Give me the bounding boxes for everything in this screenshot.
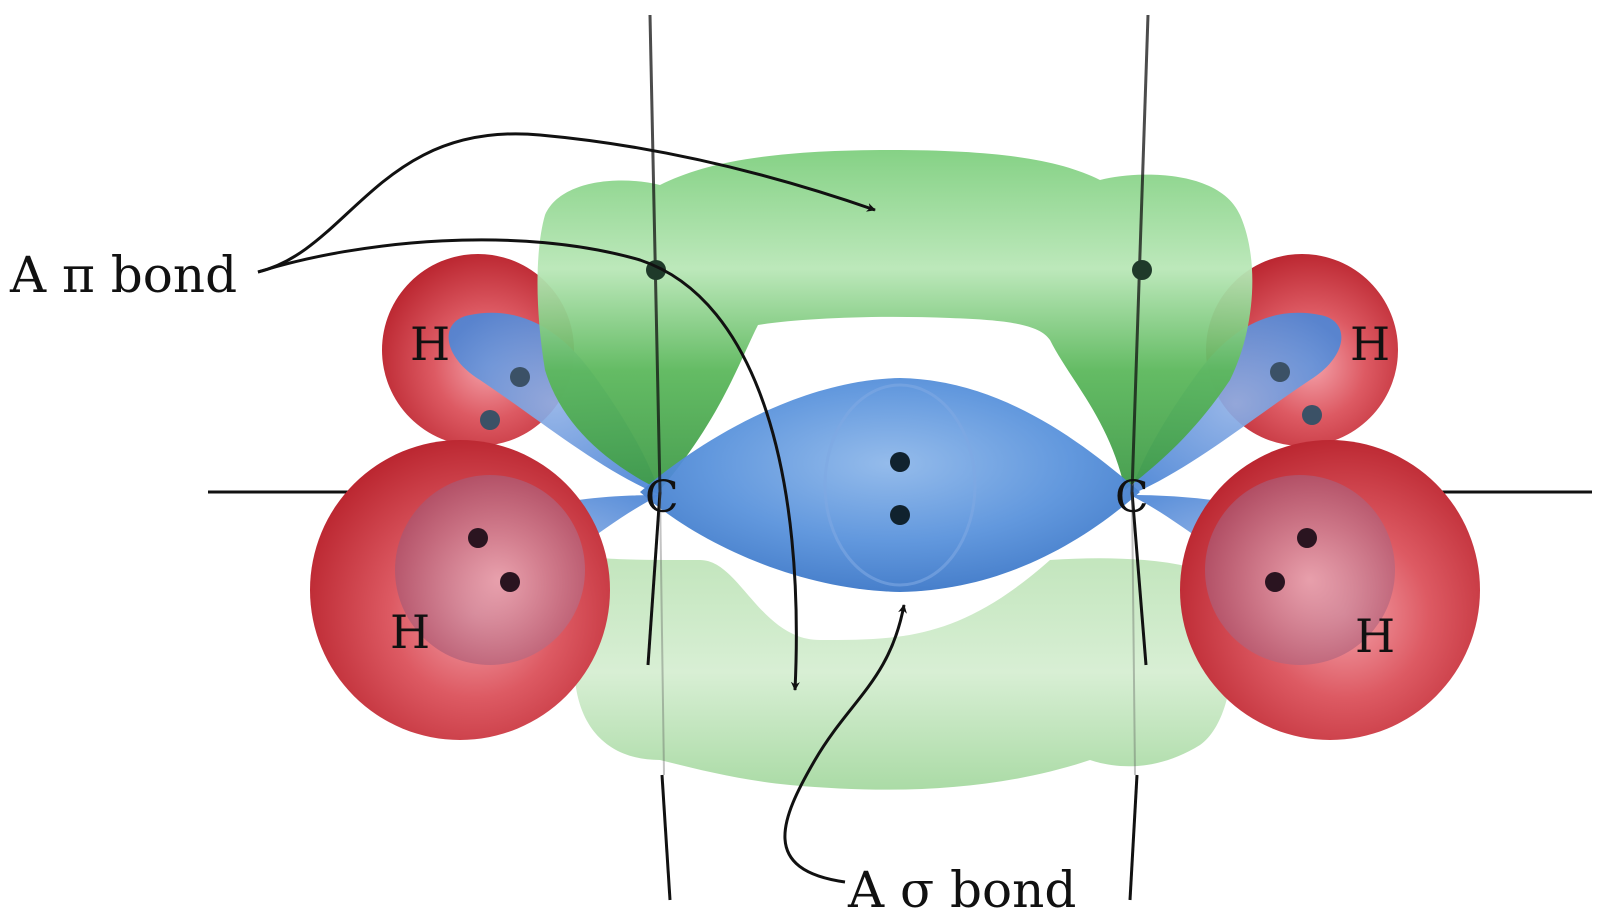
sigma-bond-label: A σ bond [847,861,1076,919]
hydrogen-bottom-right-inner [1205,475,1395,665]
h-bottom-right-label: H [1355,609,1395,663]
sigma-ch-top-right [1130,312,1342,495]
p-axis-right-mid [1130,491,1148,666]
ch-electron-tr-1 [1270,362,1290,382]
sigma-cc-inner-ring [823,383,977,587]
pi-lobe-upper [537,150,1253,490]
p-axis-left-bottom [660,774,672,901]
pi-electron-right [1132,260,1152,280]
ch-electron-tl-1 [510,367,530,387]
pi-lobe-lower [572,555,1233,790]
hydrogen-bottom-left-inner [395,475,585,665]
p-axis-right-bottom [1128,774,1139,901]
p-axis-left-mid [646,491,662,666]
sigma-cc-lobe [640,378,1140,592]
p-axis-right-faint [1131,491,1136,776]
ch-electron-br-1 [1297,528,1317,548]
p-axis-left-top [648,14,662,493]
ch-electron-br-2 [1265,572,1285,592]
carbon-right-label: C [1115,472,1149,523]
ch-electron-bl-2 [500,572,520,592]
sigma-electron-1 [890,452,910,472]
h-bottom-left-label: H [390,605,430,659]
h-top-left-label: H [410,317,450,371]
h-top-right-label: H [1350,317,1390,371]
ch-electron-tr-2 [1302,405,1322,425]
sigma-arrow [783,604,907,884]
pi-bond-label: A π bond [9,246,237,304]
p-axis-left-faint [659,491,665,776]
sigma-electron-2 [890,505,910,525]
pi-arrow-lower [257,238,800,691]
pi-arrow-upper [257,132,876,274]
ch-electron-tl-2 [480,410,500,430]
p-axis-right-top [1130,14,1150,493]
carbon-left-label: C [645,472,679,523]
ch-electron-bl-1 [468,528,488,548]
